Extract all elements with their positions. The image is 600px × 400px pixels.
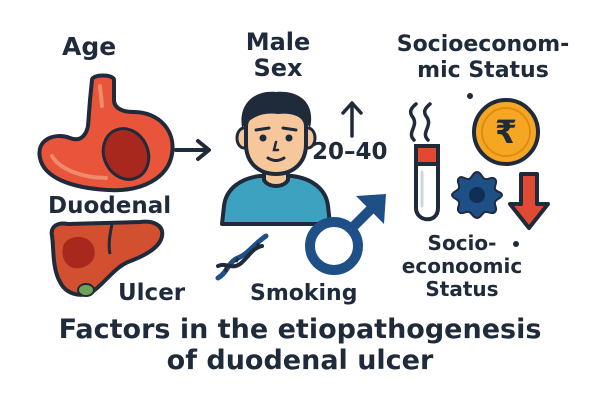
cigarette-icon [414, 144, 440, 222]
gear-icon [450, 170, 504, 220]
label-ses-top-line1: Socioeconom- [396, 32, 570, 57]
label-male-sex: Male Sex [232, 30, 324, 80]
smoke-icon [408, 102, 432, 142]
label-ses-top-line2: mic Status [417, 58, 549, 83]
label-age-range: 20–40 [312, 139, 388, 165]
label-male-sex-line1: Male [245, 28, 311, 56]
label-ses-bottom-line3: Status [425, 277, 499, 301]
label-socioeconomic-status-top: Socioeconom- mic Status [388, 34, 578, 82]
label-smoking: Smoking [250, 281, 358, 306]
label-age: Age [62, 32, 117, 61]
stomach-icon [37, 73, 175, 193]
label-duodenal: Duodenal [48, 193, 172, 219]
arrow-down-icon [508, 172, 550, 230]
rupee-coin-icon: ₹ [472, 98, 540, 166]
dna-icon [215, 233, 269, 281]
label-ses-bottom-line1: Socio- [427, 231, 497, 255]
decorative-dot-2 [513, 241, 519, 247]
arrow-up-icon [341, 101, 363, 138]
decorative-dot [467, 93, 473, 99]
label-male-sex-line2: Sex [253, 54, 303, 82]
liver-icon [49, 219, 165, 297]
male-person-icon [220, 91, 332, 226]
rupee-symbol: ₹ [495, 113, 517, 151]
title-line2: of duodenal ulcer [166, 345, 434, 376]
label-ses-bottom-line2: econoomic [401, 254, 523, 278]
label-ulcer: Ulcer [118, 280, 186, 306]
male-symbol-icon [305, 194, 386, 275]
arrow-right-icon [174, 139, 211, 161]
title-line1: Factors in the etiopathogenesis [58, 314, 542, 345]
diagram-title: Factors in the etiopathogenesis of duode… [0, 316, 600, 374]
label-socioeconomic-status-bottom: Socio- econoomic Status [392, 233, 532, 299]
